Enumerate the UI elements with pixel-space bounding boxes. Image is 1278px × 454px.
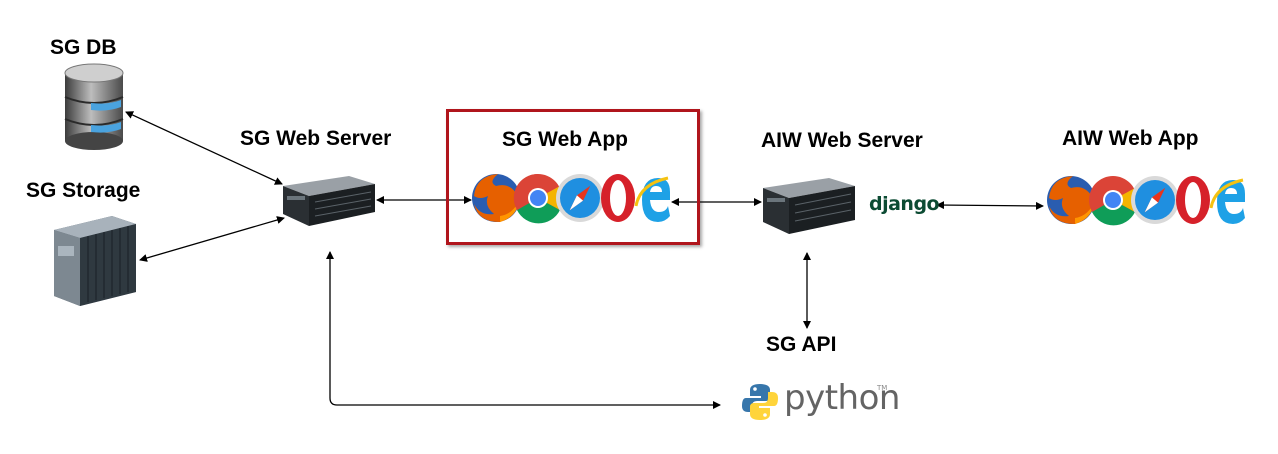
arrow-storage-server [139, 216, 285, 262]
ie-icon [1209, 178, 1245, 224]
opera-icon [1176, 176, 1210, 224]
django-logo: django [869, 193, 940, 215]
ie-icon [634, 176, 670, 222]
arrow-db-server [125, 111, 283, 185]
python-trademark: TM [877, 384, 888, 392]
chrome-icon [1089, 176, 1139, 226]
server-icon [283, 176, 375, 226]
python-icon [742, 384, 778, 420]
arrow-django-aiwapp [936, 201, 1044, 210]
browsers-group [472, 173, 670, 224]
firefox-icon [1047, 176, 1095, 224]
aiw-web-app-label: AIW Web App [1062, 127, 1199, 150]
aiw-web-server-label: AIW Web Server [761, 129, 923, 152]
opera-icon [601, 174, 635, 222]
firefox-icon [472, 174, 520, 222]
database-icon [64, 63, 124, 150]
server-icon [763, 178, 855, 234]
chrome-icon [513, 173, 564, 224]
sg-web-app-highlight [446, 109, 700, 245]
sg-api-label: SG API [766, 333, 837, 356]
arrow-server-python [326, 251, 721, 409]
python-wordmark: python [784, 378, 900, 418]
sg-db-label: SG DB [50, 36, 117, 59]
storage-rack-icon [54, 216, 136, 306]
safari-icon [556, 174, 604, 222]
sg-web-server-label: SG Web Server [240, 127, 392, 150]
sg-web-app-label: SG Web App [502, 128, 628, 151]
browsers-group [1047, 176, 1245, 226]
safari-icon [1131, 176, 1179, 224]
sg-storage-label: SG Storage [26, 179, 141, 202]
